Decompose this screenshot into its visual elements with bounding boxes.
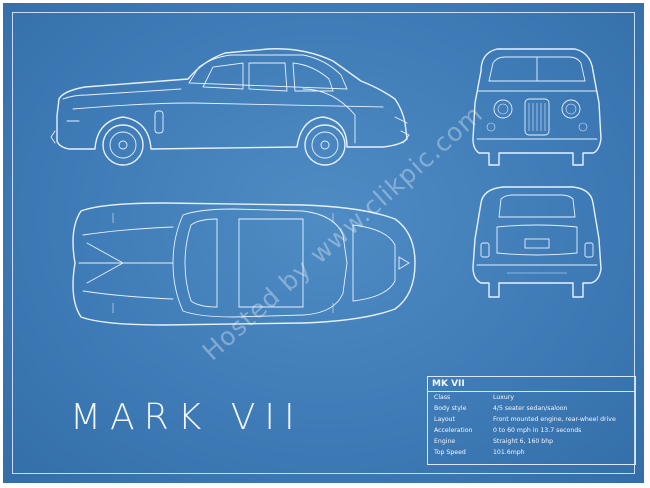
poster-frame	[12, 12, 635, 474]
model-title: MARK VII	[70, 397, 304, 438]
blueprint-drawings	[50, 48, 602, 326]
spec-value: 0 to 60 mph in 13.7 seconds	[493, 427, 582, 434]
spec-label: Layout	[434, 416, 456, 423]
spec-value: Front mounted engine, rear-wheel drive	[493, 416, 616, 423]
spec-label: Top Speed	[434, 449, 466, 456]
spec-value: Straight 6, 160 bhp	[493, 438, 554, 445]
spec-row-top-speed: Top Speed 101.6mph	[428, 448, 635, 458]
top-view-drawing	[72, 202, 416, 326]
spec-row-engine: Engine Straight 6, 160 bhp	[428, 437, 635, 447]
spec-label: Class	[434, 394, 451, 401]
spec-row-acceleration: Acceleration 0 to 60 mph in 13.7 seconds	[428, 426, 635, 436]
specs-table: MK VII Class Luxury Body style 4/5 seate…	[427, 376, 636, 465]
spec-label: Engine	[434, 438, 456, 445]
spec-label: Body style	[434, 405, 467, 412]
spec-value: Luxury	[493, 394, 515, 401]
spec-label: Acceleration	[434, 427, 473, 434]
specs-divider	[428, 391, 635, 392]
spec-row-class: Class Luxury	[428, 393, 635, 403]
spec-row-layout: Layout Front mounted engine, rear-wheel …	[428, 415, 635, 425]
side-view-drawing	[50, 48, 410, 166]
spec-row-body-style: Body style 4/5 seater sedan/saloon	[428, 404, 635, 414]
specs-heading: MK VII	[432, 379, 465, 389]
spec-value: 4/5 seater sedan/saloon	[493, 405, 568, 412]
front-view-drawing	[472, 48, 602, 166]
rear-view-drawing	[472, 186, 602, 298]
blueprint-poster: MARK VII MK VII Class Luxury Body style …	[3, 3, 644, 483]
spec-value: 101.6mph	[493, 449, 525, 456]
